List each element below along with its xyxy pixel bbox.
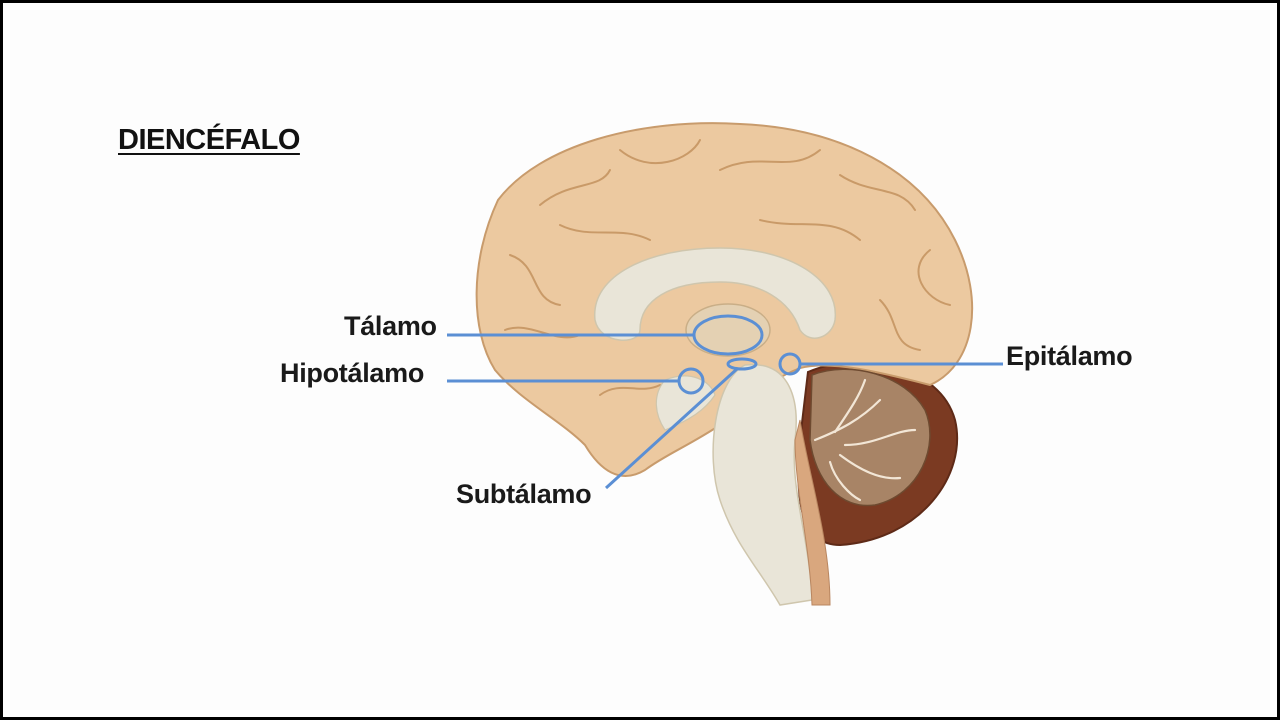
label-subtalamo: Subtálamo: [456, 479, 592, 509]
brainstem: [712, 363, 813, 606]
label-epitalamo: Epitálamo: [1006, 341, 1133, 371]
spinal-channel: [794, 419, 831, 606]
cerebrum: [475, 122, 974, 477]
corpus-callosum: [594, 247, 836, 341]
pointer-lines: [447, 333, 1003, 490]
page-title: DIENCÉFALO: [118, 124, 300, 156]
label-talamo: Tálamo: [344, 311, 437, 341]
gyri-lines: [504, 139, 951, 396]
thalamus-body: [685, 303, 771, 357]
pointer-circles: [677, 314, 802, 395]
label-hipotalamo: Hipotálamo: [280, 358, 425, 388]
cerebellum-inner: [809, 368, 931, 507]
arbor-vitae: [813, 378, 917, 502]
